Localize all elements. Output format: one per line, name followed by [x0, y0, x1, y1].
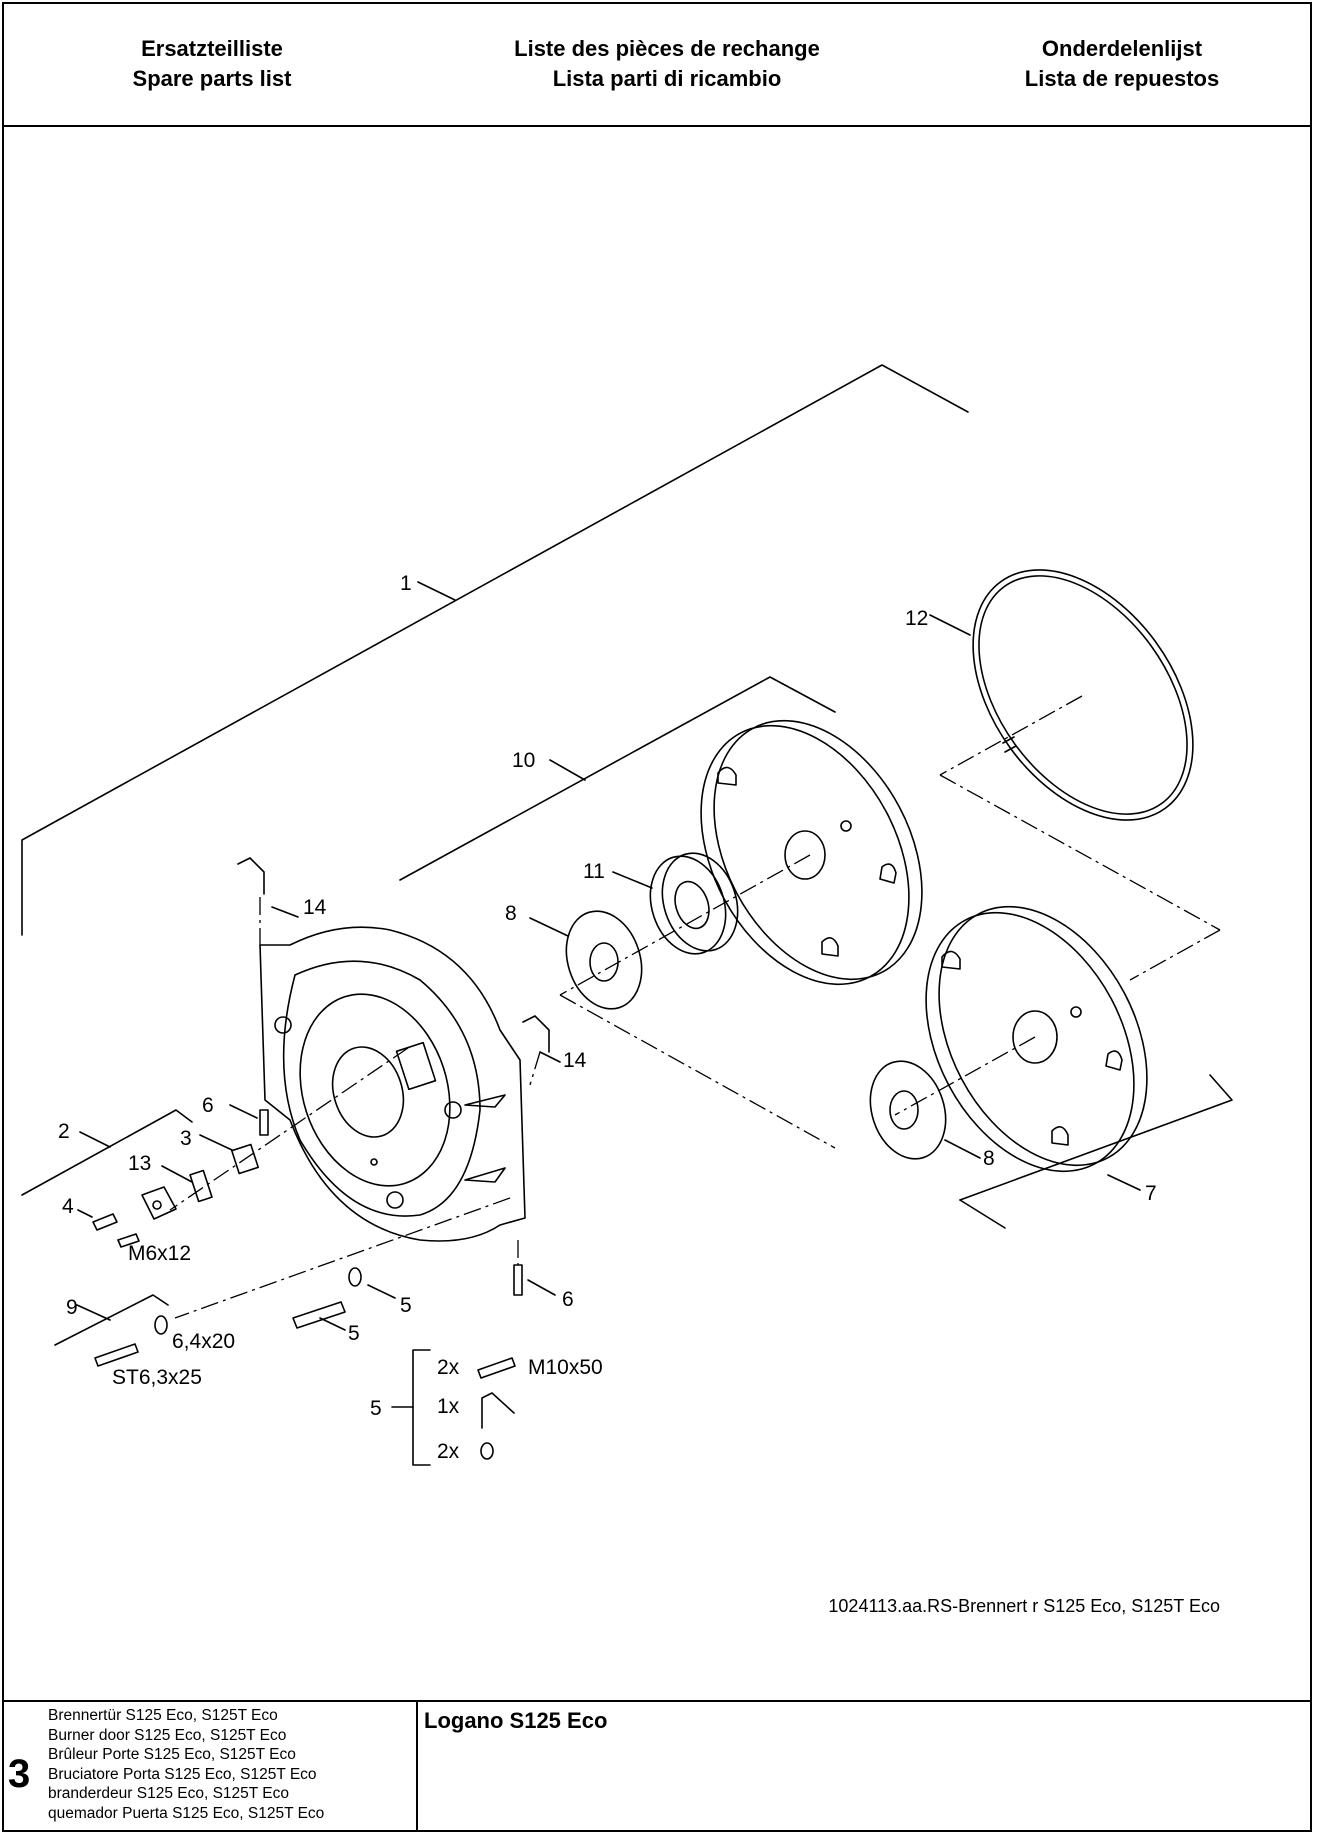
pin-6-left [259, 1109, 269, 1136]
bracket-2 [21, 1109, 193, 1196]
header-title-fr: Liste des pièces de rechange [514, 36, 820, 61]
header-dutch-spanish: Onderdelenlijst Lista de repuestos [972, 34, 1272, 94]
bracket-10 [399, 676, 836, 881]
kit-5-brace [412, 1349, 431, 1466]
bracket-7 [959, 1074, 1233, 1201]
kit-qty-3: 2x [437, 1440, 460, 1463]
callout-6-left: 6 [202, 1094, 214, 1117]
kit-qty-2: 1x [437, 1395, 460, 1418]
insulation-ring-11 [649, 852, 739, 955]
screw-4 [92, 1213, 118, 1231]
pin-6-lower [513, 1264, 523, 1296]
header-title-de: Ersatzteilliste [141, 36, 283, 61]
callout-4: 4 [62, 1195, 74, 1218]
page-number: 3 [8, 1752, 31, 1796]
plate-13 [189, 1169, 213, 1203]
header-title-nl: Onderdelenlijst [1041, 36, 1203, 61]
gasket-8-lower [869, 1060, 947, 1160]
bracket-1 [21, 364, 969, 936]
washer-64x20 [154, 1315, 168, 1335]
callout-9: 9 [66, 1296, 78, 1319]
part-descriptions: Brennertür S125 Eco, S125T Eco Burner do… [48, 1706, 324, 1823]
washer-5 [348, 1267, 362, 1287]
exploded-view-drawing: 1 12 10 11 14 8 14 6 2 3 13 8 7 4 M6x12 … [21, 364, 1233, 1466]
footer-divider [416, 1702, 418, 1832]
kit-desc-1: M10x50 [528, 1356, 603, 1379]
callout-8-upper: 8 [505, 902, 517, 925]
callout-5-bolt: 5 [348, 1322, 360, 1345]
callout-2: 2 [58, 1120, 70, 1143]
product-title: Logano S125 Eco [424, 1708, 608, 1733]
kit-qty-1: 2x [437, 1356, 460, 1379]
screw-m6x12 [117, 1233, 140, 1248]
header-title-en: Spare parts list [132, 66, 292, 91]
callout-13: 13 [128, 1152, 151, 1175]
description-nl: branderdeur S125 Eco, S125T Eco [48, 1785, 289, 1802]
cover-plate-10 [700, 719, 923, 986]
description-it: Bruciatore Porta S125 Eco, S125T Eco [48, 1765, 317, 1783]
callout-5-washer: 5 [400, 1294, 412, 1317]
bolt-m10x50 [292, 1301, 346, 1329]
callout-14-top: 14 [303, 896, 327, 919]
label-m6x12: M6x12 [128, 1242, 191, 1265]
screw-st63x25 [94, 1343, 139, 1367]
callout-7: 7 [1145, 1182, 1157, 1205]
kit-washer-icon [480, 1442, 494, 1460]
description-es: quemador Puerta S125 Eco, S125T Eco [48, 1804, 325, 1822]
description-de: Brennertür S125 Eco, S125T Eco [48, 1707, 278, 1724]
callout-3: 3 [180, 1127, 192, 1150]
header-title-it: Lista parti di ricambio [552, 66, 782, 91]
bracket-9 [54, 1294, 169, 1346]
callout-12: 12 [905, 607, 928, 630]
seal-ring-12 [972, 569, 1194, 821]
description-fr: Brûleur Porte S125 Eco, S125T Eco [48, 1746, 296, 1763]
cover-plate-7 [925, 905, 1148, 1173]
callout-5-kit: 5 [370, 1397, 382, 1420]
clamp-plate [141, 1186, 177, 1220]
pin-14-top [237, 857, 265, 895]
header-german-english: Ersatzteilliste Spare parts list [82, 34, 342, 94]
header-french-italian: Liste des pièces de rechange Lista parti… [452, 34, 882, 94]
bracket-part-3 [230, 1143, 260, 1175]
burner-door [259, 926, 526, 1242]
callout-6-lower: 6 [562, 1288, 574, 1311]
callout-10: 10 [512, 749, 535, 772]
pin-14-right [522, 1015, 550, 1053]
kit-bolt-icon [477, 1357, 516, 1379]
description-en: Burner door S125 Eco, S125T Eco [48, 1726, 287, 1744]
label-64x20: 6,4x20 [172, 1330, 235, 1353]
header: Ersatzteilliste Spare parts list Liste d… [2, 2, 1312, 127]
callout-8-lower: 8 [983, 1147, 995, 1170]
gasket-8-upper [565, 910, 643, 1010]
callout-1: 1 [400, 572, 412, 595]
footer: 3 Brennertür S125 Eco, S125T Eco Burner … [2, 1700, 1312, 1832]
kit-pin-icon [481, 1392, 515, 1429]
callout-14-right: 14 [563, 1049, 587, 1072]
label-st63x25: ST6,3x25 [112, 1366, 202, 1389]
callout-11: 11 [583, 860, 605, 883]
drawing-reference: 1024113.aa.RS-Brennert r S125 Eco, S125T… [828, 1596, 1220, 1616]
header-title-es: Lista de repuestos [1024, 66, 1220, 91]
